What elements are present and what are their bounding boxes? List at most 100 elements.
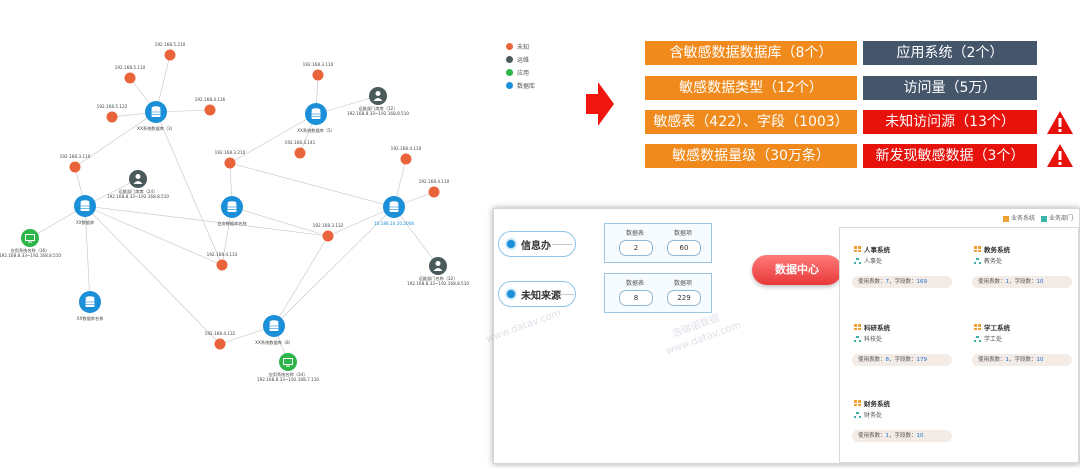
- summary-unknown-sources: 未知访问源（13个）: [863, 110, 1037, 134]
- unknown-node-icon: [164, 49, 176, 61]
- node-label: 192.168.4.132: [205, 331, 236, 336]
- system-usage: 使用表数：1，字段数：10: [852, 430, 952, 442]
- summary-sensitive-volume: 敏感数据量级（30万条）: [645, 144, 857, 168]
- graph-node-o11[interactable]: 192.168.3.132: [313, 223, 344, 242]
- graph-node-o10[interactable]: 192.168.4.110: [419, 179, 450, 198]
- node-label: 业务数据库名称: [217, 220, 246, 227]
- graph-edge: [393, 206, 439, 267]
- graph-node-o4[interactable]: 192.168.4.116: [195, 97, 226, 116]
- unknown-node-icon: [224, 157, 236, 169]
- node-label: XX系统数据库（3）: [137, 125, 175, 132]
- graph-node-op2[interactable]: 运维部门席席（12）192.168.8.33~192.168.8.510: [347, 87, 409, 116]
- source-stats-info-office: 数据表 数据项 2 60: [604, 223, 712, 263]
- field-count: 60: [667, 240, 701, 256]
- watermark: www.datav.com: [484, 307, 563, 346]
- system-card-research[interactable]: 科研系统 科技处 使用表数：8，字段数：179: [844, 320, 956, 392]
- legend-item-app: 应用: [506, 66, 535, 79]
- org-icon: [854, 411, 861, 418]
- unknown-node-icon: [400, 153, 412, 165]
- system-usage: 使用表数：7，字段数：169: [852, 276, 952, 288]
- unknown-node-icon: [294, 147, 306, 159]
- data-center-button[interactable]: 数据中心: [752, 255, 842, 285]
- unknown-node-icon: [214, 338, 226, 350]
- system-card-hr[interactable]: 人事系统 人事处 使用表数：7，字段数：169: [844, 242, 956, 314]
- system-card-finance[interactable]: 财务系统 财务处 使用表数：1，字段数：10: [844, 396, 956, 468]
- org-icon: [854, 257, 861, 264]
- node-sublabel: 192.168.8.33~192.168.8.510: [347, 111, 409, 116]
- application-icon: [21, 229, 39, 247]
- node-label: XX系统数据库（8）: [255, 339, 293, 346]
- legend-business-dept: 业务部门: [1040, 213, 1073, 222]
- graph-node-db2[interactable]: XX数据库: [74, 195, 96, 226]
- graph-node-db1[interactable]: XX系统数据库（3）: [137, 101, 175, 132]
- application-icon: [279, 353, 297, 371]
- legend-item-db: 数据库: [506, 79, 535, 92]
- graph-edge: [231, 206, 329, 237]
- graph-edge: [273, 206, 395, 327]
- node-label: 192.168.4.110: [391, 146, 422, 151]
- node-label: 运维部门名称（32）: [419, 275, 458, 282]
- unknown-node-icon: [216, 259, 228, 271]
- graph-edge: [84, 205, 91, 303]
- graph-edge: [155, 111, 223, 266]
- graph-edge: [229, 113, 317, 164]
- legend-dot-icon: [506, 82, 513, 89]
- graph-edge: [273, 235, 329, 327]
- graph-node-o13[interactable]: 192.168.4.132: [205, 331, 236, 350]
- graph-node-o9[interactable]: 192.168.4.110: [391, 146, 422, 165]
- org-icon: [974, 257, 981, 264]
- node-label: 192.168.3.110: [303, 62, 334, 67]
- graph-edge: [84, 205, 329, 237]
- source-dot-icon: [507, 290, 515, 298]
- summary-app-systems: 应用系统（2个）: [863, 41, 1037, 65]
- node-label: 运维部门席席（24）: [119, 188, 158, 195]
- system-card-student[interactable]: 学工系统 学工处 使用表数：1，字段数：10: [964, 320, 1076, 392]
- source-stats-unknown: 数据表 数据项 8 229: [604, 273, 712, 313]
- graph-node-o5[interactable]: 192.168.3.110: [60, 154, 91, 173]
- business-systems-area: 人事系统 人事处 使用表数：7，字段数：169 教务系统 教务处 使用表数：1，…: [839, 227, 1079, 463]
- system-card-academic[interactable]: 教务系统 教务处 使用表数：1，字段数：10: [964, 242, 1076, 314]
- org-icon: [1040, 215, 1047, 222]
- legend-business-system: 业务系统: [1002, 213, 1035, 222]
- panel-legend: 业务系统 业务部门: [1002, 213, 1073, 222]
- node-sublabel: 192.168.8.33~192.168.8.510: [107, 194, 169, 199]
- grid-icon: [854, 246, 861, 252]
- graph-edge: [84, 205, 223, 266]
- graph-node-o8[interactable]: 192.168.3.210: [215, 150, 246, 169]
- arrow-right-icon: [586, 82, 614, 126]
- summary-sensitive-types: 敏感数据类型（12个）: [645, 76, 857, 100]
- node-label: 192.168.4.133: [207, 252, 238, 257]
- table-count: 2: [619, 240, 653, 256]
- node-label: 应用系统名称（36）: [11, 247, 50, 254]
- graph-node-db3[interactable]: XX数据库名称: [77, 291, 104, 322]
- connector-line: [552, 244, 572, 245]
- grid-icon: [974, 246, 981, 252]
- summary-sensitive-tables: 敏感表（422）、字段（1003）: [645, 110, 857, 134]
- graph-node-op3[interactable]: 运维部门名称（32）192.168.8.33~192.168.8.510: [407, 257, 469, 286]
- graph-node-db7[interactable]: XX系统数据库（8）: [255, 315, 293, 346]
- graph-node-o3[interactable]: 192.168.5.122: [97, 104, 128, 123]
- unknown-node-icon: [322, 230, 334, 242]
- graph-node-o2[interactable]: 192.168.5.110: [115, 65, 146, 84]
- graph-node-app1[interactable]: 应用系统名称（36）192.168.8.33~192.168.8.510: [0, 229, 61, 258]
- network-graph: 192.168.5.210 192.168.5.110 192.168.5.122 1…: [0, 42, 469, 382]
- graph-node-o7[interactable]: 192.168.3.141: [285, 140, 316, 159]
- graph-node-app2[interactable]: 应用系统名称（34）192.168.8.33~192.168.7.110: [257, 353, 319, 382]
- grid-icon: [974, 324, 981, 330]
- node-sublabel: 192.168.8.33~192.168.8.510: [0, 253, 61, 258]
- graph-node-db4[interactable]: XX系统数据库（5）: [297, 103, 335, 134]
- system-usage: 使用表数：8，字段数：179: [852, 354, 952, 366]
- graph-node-db6[interactable]: 10.186.10.20.2008: [374, 196, 414, 226]
- graph-node-o1[interactable]: 192.168.5.210: [155, 42, 186, 61]
- legend-item-ops: 运维: [506, 53, 535, 66]
- org-icon: [974, 335, 981, 342]
- unknown-node-icon: [428, 186, 440, 198]
- graph-node-o6[interactable]: 192.168.3.110: [303, 62, 334, 81]
- summary-new-sensitive: 新发现敏感数据（3个）: [863, 144, 1037, 168]
- graph-node-op1[interactable]: 运维部门席席（24）192.168.8.33~192.168.8.510: [107, 170, 169, 199]
- node-label: XX系统数据库（5）: [297, 127, 335, 134]
- org-icon: [854, 335, 861, 342]
- graph-node-o12[interactable]: 192.168.4.133: [207, 252, 238, 271]
- graph-node-db5[interactable]: 业务数据库名称: [217, 196, 247, 227]
- data-flow-panel: 业务系统 业务部门 浩瑞诺数据 www.datav.com www.datav.…: [485, 208, 1080, 464]
